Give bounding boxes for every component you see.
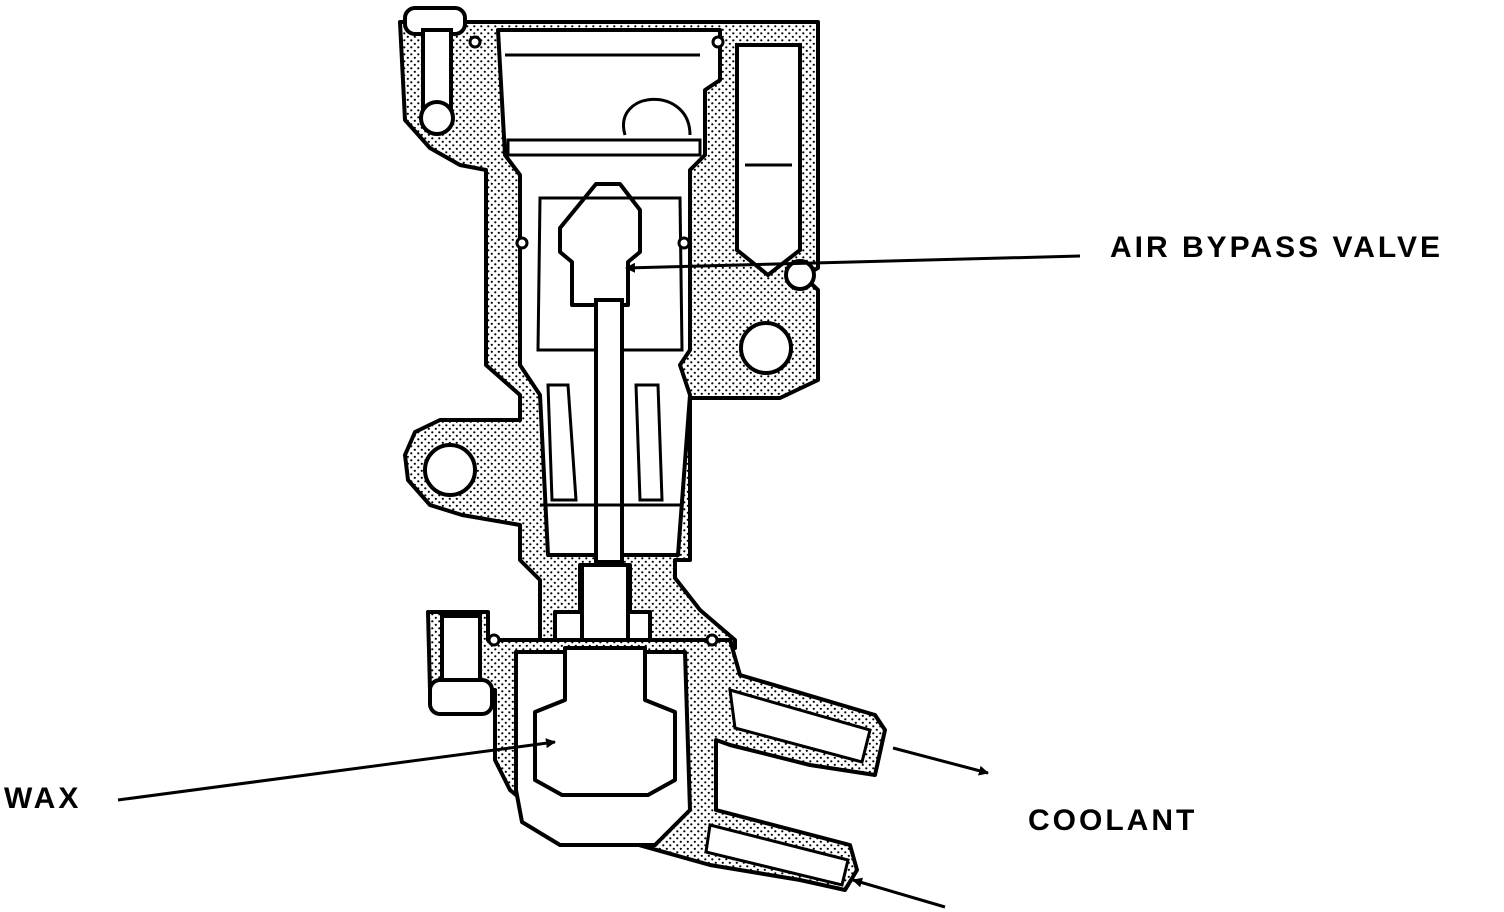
o-ring: [705, 633, 719, 647]
wax-leader-arrow: [117, 738, 556, 802]
mount-hole-left: [423, 443, 477, 497]
o-ring: [487, 633, 501, 647]
port-hole-right: [784, 259, 816, 291]
wax-label: WAX: [4, 782, 82, 815]
wax-pellet: [533, 646, 677, 797]
coolant-out-arrow: [892, 746, 989, 776]
port-hole-top-left: [419, 100, 455, 136]
air-bypass-valve-element: [558, 182, 642, 307]
bottom-screw-icon: [428, 678, 494, 716]
valve-shaft: [594, 298, 624, 564]
o-ring: [677, 236, 691, 250]
thermo-stem: [580, 563, 630, 642]
air-bypass-leader-arrow: [625, 254, 1081, 273]
right-spring: [634, 383, 664, 502]
o-ring: [515, 236, 529, 250]
coolant-inlet-bore: [704, 823, 850, 887]
coolant-outlet-bore: [728, 687, 872, 764]
mount-hole-right: [739, 321, 793, 375]
coolant-label: COOLANT: [1028, 804, 1198, 837]
o-ring: [468, 35, 482, 49]
o-ring: [711, 35, 725, 49]
valve-cage: [536, 196, 684, 352]
seat-plate: [506, 138, 702, 157]
bottom-screw-shank: [440, 614, 482, 682]
coolant-in-arrow: [852, 877, 946, 909]
air-bypass-valve-label: AIR BYPASS VALVE: [1110, 231, 1444, 264]
side-plunger: [735, 43, 802, 278]
cap-curve: [622, 97, 692, 136]
left-spring: [546, 383, 578, 502]
